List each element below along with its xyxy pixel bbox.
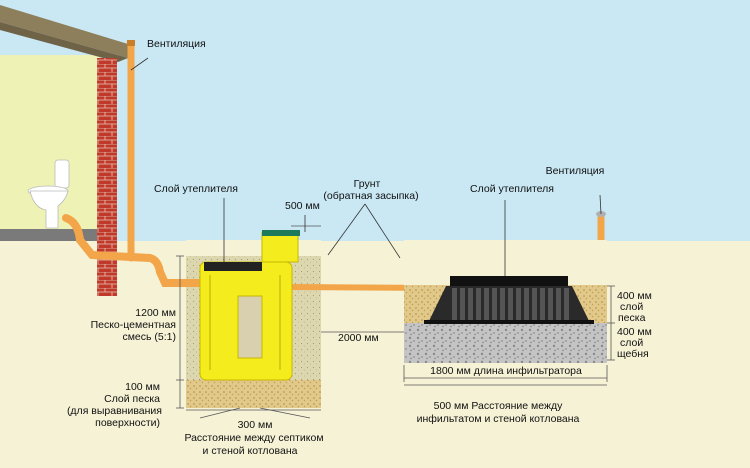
infiltrator-rib: [556, 288, 561, 320]
topsoil-left: [186, 240, 321, 256]
ground: [0, 241, 750, 468]
roof: [0, 5, 128, 58]
gravel-layer: [404, 323, 607, 363]
sand-leveling-layer: [186, 380, 321, 408]
label-vent-left: Вентиляция: [147, 38, 206, 50]
infiltrator-rib: [532, 288, 537, 320]
label-dim-1800: 1800 мм длина инфильтратора: [430, 365, 582, 377]
brick-chimney: [97, 58, 117, 296]
label-gravel-layer-word: слой: [620, 337, 643, 349]
label-sand-cement: Песко-цементная: [91, 319, 176, 331]
label-gravel-word: щебня: [617, 348, 649, 360]
label-surface: поверхности): [95, 417, 160, 429]
labels: Вентиляция Вентиляция Слой утеплителя Сл…: [67, 38, 652, 457]
infiltrator-ribs: [452, 288, 569, 320]
infiltrator-rib: [476, 288, 481, 320]
label-dim-2000: 2000 мм: [338, 332, 379, 344]
label-sand-word: песка: [618, 312, 646, 324]
label-sand-layer-word: слой: [620, 301, 643, 313]
infiltrator-rib: [516, 288, 521, 320]
leader-lines: [130, 57, 602, 276]
infiltrator-base: [424, 320, 594, 324]
label-dim-500-bottom: 500 мм Расстояние между: [434, 400, 564, 412]
infiltrator-rib: [460, 288, 465, 320]
label-leveling: (для выравнивания: [67, 405, 162, 417]
insulation-layer-tank: [204, 262, 262, 271]
label-dim-100: 100 мм: [125, 381, 160, 393]
roof-eave: [0, 22, 128, 62]
label-dim-1200: 1200 мм: [135, 307, 176, 319]
label-soil-note: (обратная засыпка): [323, 190, 418, 202]
dimension-lines: [176, 225, 615, 419]
label-insulation-left: Слой утеплителя: [154, 183, 238, 195]
label-soil: Грунт: [354, 178, 381, 190]
infiltrator-rib: [484, 288, 489, 320]
infiltrator-rib: [452, 288, 457, 320]
infiltrator-rib: [468, 288, 473, 320]
infiltrator-rib: [500, 288, 505, 320]
infiltrator-rib: [508, 288, 513, 320]
infiltrator-rib: [524, 288, 529, 320]
label-pit-wall: и стеной котлована: [203, 445, 298, 457]
infiltrator-rib: [540, 288, 545, 320]
label-sand-cement-ratio: смесь (5:1): [122, 331, 176, 343]
infiltrator-rib: [564, 288, 569, 320]
label-vent-right: Вентиляция: [546, 165, 605, 177]
left-vent-cap: [127, 40, 135, 46]
label-dim-500: 500 мм: [285, 200, 320, 212]
infiltrator-rib: [548, 288, 553, 320]
label-sand-layer: Слой песка: [104, 393, 160, 405]
septic-tank: [199, 230, 300, 381]
label-distance-septic: Расстояние между септиком: [184, 432, 323, 444]
label-insulation-right: Слой утеплителя: [470, 183, 554, 195]
label-infiltrator-wall: инфильтатом и стеной котлована: [417, 413, 580, 425]
label-gravel-400: 400 мм: [617, 326, 652, 338]
toilet-icon: [27, 159, 70, 229]
house-floor: [0, 229, 100, 241]
label-dim-300: 300 мм: [238, 419, 273, 431]
label-sand-400: 400 мм: [617, 290, 652, 302]
infiltrator-rib: [492, 288, 497, 320]
